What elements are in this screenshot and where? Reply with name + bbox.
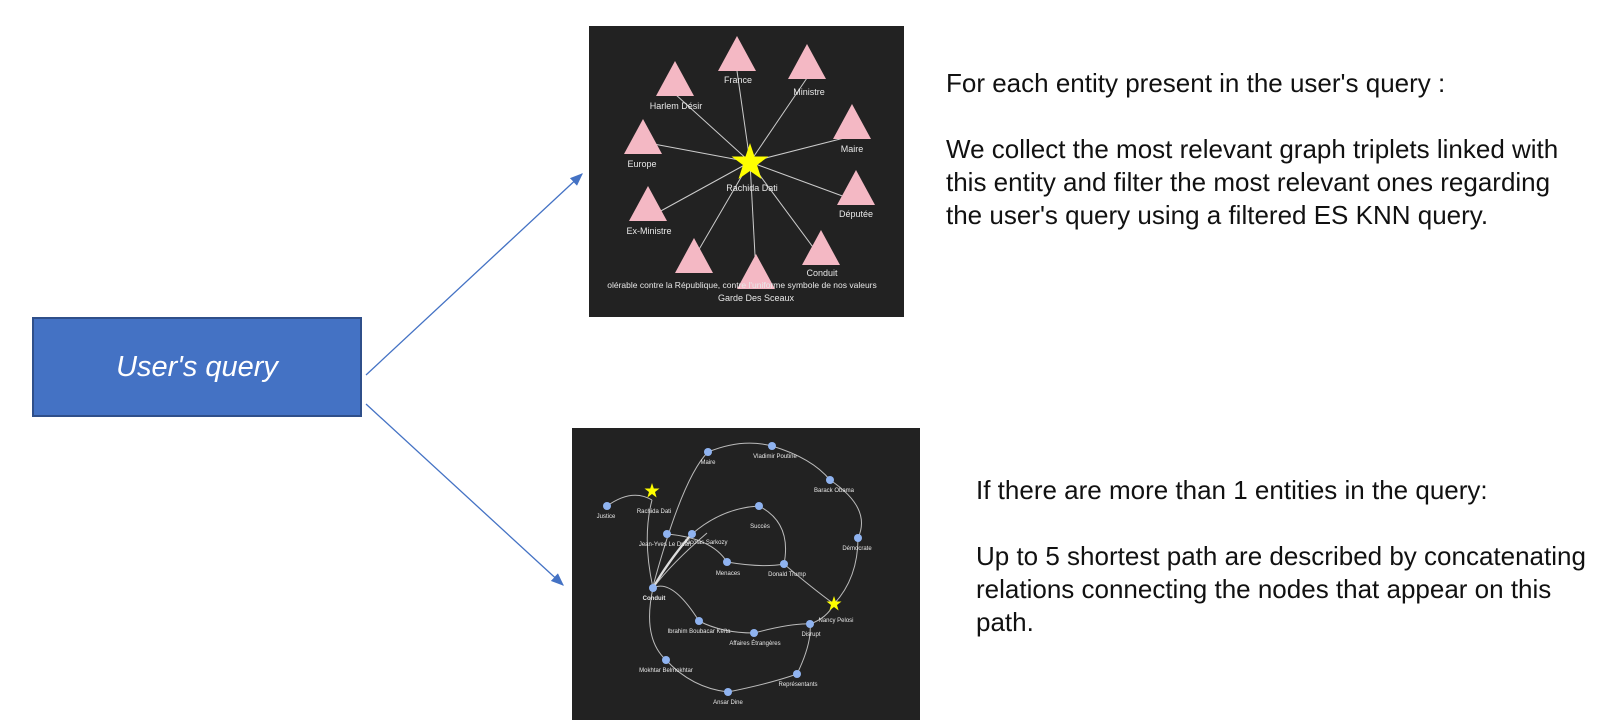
node-label: Députée [839, 209, 873, 219]
rachida-dati-star-icon [644, 483, 660, 498]
node-dot [662, 656, 670, 664]
graph1-edges [642, 70, 857, 275]
node-label: Représentants [778, 682, 817, 688]
node-label: Nancy Pelosi [818, 618, 853, 624]
center-node-label: Rachida Dati [726, 183, 778, 193]
node-dot [806, 620, 814, 628]
node-label: Jean-Yves Le Drian [639, 542, 691, 548]
graph2-edges [606, 442, 862, 693]
node-label: Justice [597, 514, 616, 520]
node-dot [780, 560, 788, 568]
user-query-label: User's query [116, 350, 278, 383]
node-dot [750, 629, 758, 637]
arrow-to-graph2 [365, 403, 564, 586]
graph2-nodes [603, 442, 862, 696]
node-label: Rachida Dati [637, 509, 671, 515]
node-ex-ministre-triangle [629, 186, 667, 221]
path-description-heading: If there are more than 1 entities in the… [976, 475, 1488, 505]
node-label: Succès [750, 524, 770, 530]
node-dot [723, 558, 731, 566]
graph1-nodes [624, 36, 875, 289]
entity-description-heading: For each entity present in the user's qu… [946, 68, 1446, 98]
node-dot [688, 530, 696, 538]
node-label: Barack Obama [814, 488, 855, 494]
node-label: Ansar Dine [713, 700, 743, 706]
node-dot [663, 530, 671, 538]
node-deputee-triangle [837, 170, 875, 205]
center-star-icon [731, 143, 769, 179]
node-conduit-triangle [802, 230, 840, 265]
entity-graph: France Ministre Harlem Désir Maire Europ… [607, 36, 877, 303]
entity-description-body: We collect the most relevant graph tripl… [946, 134, 1559, 230]
nancy-pelosi-star-icon [826, 596, 842, 611]
node-label: Menaces [716, 571, 740, 577]
node-label: Vladimir Poutine [753, 454, 797, 460]
node-dot [793, 670, 801, 678]
node-garde-des-sceaux-triangle [737, 254, 775, 289]
node-label: Ministre [793, 87, 825, 97]
node-dot [826, 476, 834, 484]
node-label: Harlem Désir [650, 101, 703, 111]
node-harlem-desir-triangle [656, 61, 694, 96]
node-label: Nicolas Sarkozy [684, 540, 727, 546]
node-label: Mokhtar Belmokhtar [639, 668, 693, 674]
node-europe-triangle [624, 119, 662, 154]
node-label: Conduit [806, 268, 838, 278]
path-description: If there are more than 1 entities in the… [976, 474, 1586, 639]
user-query-box: User's query [32, 317, 362, 417]
node-dot [854, 534, 862, 542]
node-ministre-triangle [788, 44, 826, 79]
node-dot [603, 502, 611, 510]
node-france-triangle [718, 36, 756, 71]
node-label: Maire [700, 460, 716, 466]
node-maire-triangle [833, 104, 871, 139]
node-label: Affaires Étrangères [729, 640, 780, 647]
node-label: France [724, 75, 752, 85]
path-graph: Maire Vladimir Poutine Barack Obama Just… [597, 442, 872, 706]
node-label: Maire [841, 144, 864, 154]
node-dot [695, 617, 703, 625]
node-unlabeled-triangle [675, 238, 713, 273]
node-label: Donald Trump [768, 572, 806, 578]
node-label: Ibrahim Boubacar Keïta [667, 629, 731, 635]
arrow-to-graph1 [365, 173, 583, 376]
node-dot [724, 688, 732, 696]
node-label: Ex-Ministre [626, 226, 671, 236]
node-label: Garde Des Sceaux [718, 293, 795, 303]
node-dot [704, 448, 712, 456]
node-label: Démocrate [842, 546, 872, 552]
entity-graph-panel: France Ministre Harlem Désir Maire Europ… [589, 26, 904, 317]
node-dot [649, 584, 657, 592]
node-label: Conduit [643, 596, 666, 602]
node-dot [755, 502, 763, 510]
node-label: Disrupt [801, 632, 820, 638]
graph1-caption: olérable contre la République, contre l'… [607, 280, 877, 290]
path-description-body: Up to 5 shortest path are described by c… [976, 541, 1586, 637]
node-dot [768, 442, 776, 450]
entity-description: For each entity present in the user's qu… [946, 67, 1586, 232]
path-graph-panel: Maire Vladimir Poutine Barack Obama Just… [572, 428, 920, 720]
node-label: Europe [627, 159, 656, 169]
